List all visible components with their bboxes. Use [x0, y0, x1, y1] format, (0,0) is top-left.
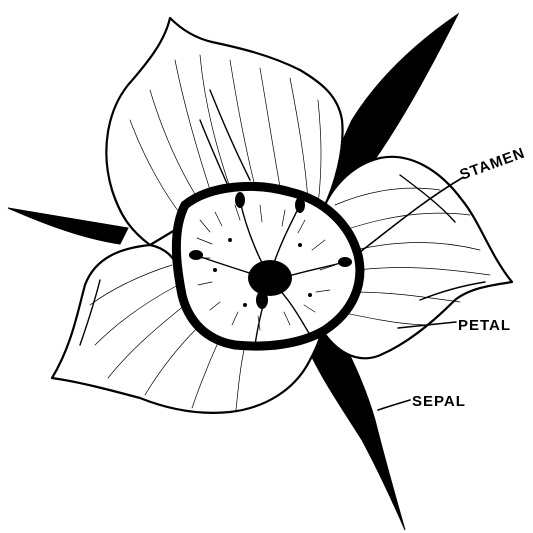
label-sepal: SEPAL — [412, 393, 466, 410]
label-stamen: STAMEN — [458, 144, 528, 183]
sepal-left — [8, 208, 128, 244]
sepal-leader-line — [378, 400, 410, 410]
label-petal: PETAL — [458, 317, 511, 334]
